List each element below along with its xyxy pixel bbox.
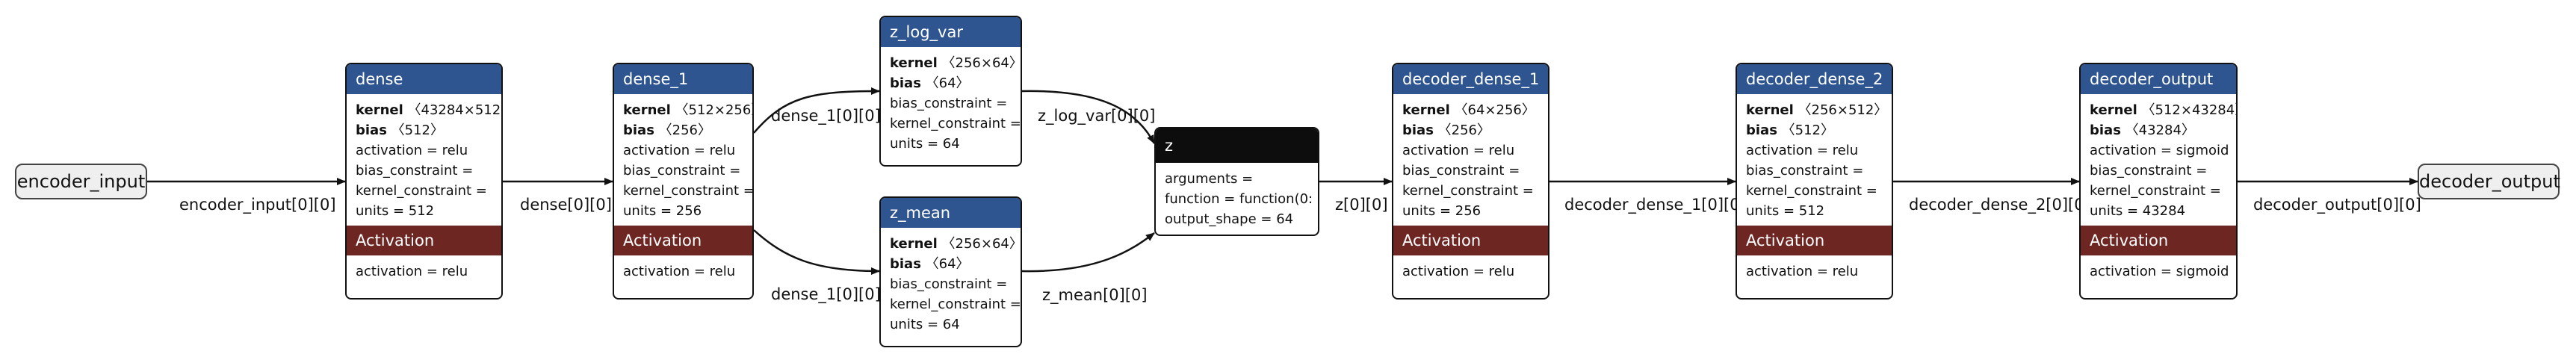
param: kernel_constraint = (890, 116, 1021, 131)
param: output_shape = 64 (1165, 211, 1294, 227)
kernel-shape: 〈512×43284〉 (2141, 102, 2237, 118)
param: kernel_constraint = (1402, 183, 1534, 199)
param: units = 256 (1402, 203, 1481, 219)
layer-title: dense (347, 64, 501, 94)
edge-label-z: z[0][0] (1335, 196, 1388, 214)
layer-dense[interactable]: dense kernel 〈43284×512〉 bias 〈512〉 acti… (345, 63, 503, 300)
activation-header: Activation (1737, 226, 1892, 255)
kernel-shape: 〈256×64〉 (941, 236, 1021, 252)
layer-dense_1[interactable]: dense_1 kernel 〈512×256〉 bias 〈256〉 acti… (613, 63, 754, 300)
param: units = 64 (890, 136, 960, 152)
param: bias_constraint = (1746, 163, 1864, 179)
bias-shape: 〈256〉 (658, 122, 712, 138)
activation-params: activation = relu (356, 264, 468, 279)
param: bias_constraint = (890, 96, 1008, 111)
activation-header: Activation (2081, 226, 2236, 255)
edge-label-dense: dense[0][0] (520, 196, 612, 214)
layer-decoder_dense_1[interactable]: decoder_dense_1 kernel 〈64×256〉 bias 〈25… (1392, 63, 1549, 300)
edge-dense_1-z_mean (753, 229, 880, 275)
bias-shape: 〈64〉 (925, 256, 970, 272)
bias-shape: 〈64〉 (925, 75, 970, 91)
activation-params: activation = sigmoid (2090, 264, 2229, 279)
layer-params: kernel 〈256×64〉 bias 〈64〉 bias_constrain… (881, 47, 1021, 158)
param: function = function(0: ... (1165, 191, 1318, 207)
param: bias_constraint = (890, 276, 1008, 292)
edge-label-decoder_dense_2: decoder_dense_2[0][0] (1909, 196, 2090, 214)
param: units = 256 (623, 203, 702, 219)
layer-params: kernel 〈256×64〉 bias 〈64〉 bias_constrain… (881, 228, 1021, 339)
bias-shape: 〈256〉 (1437, 122, 1491, 138)
activation-header: Activation (347, 226, 501, 255)
param: activation = relu (1746, 143, 1859, 158)
activation-params: activation = relu (623, 264, 736, 279)
param: bias_constraint = (1402, 163, 1520, 179)
param: arguments = (1165, 171, 1254, 187)
activation-params: activation = relu (1402, 264, 1515, 279)
kernel-shape: 〈256×64〉 (941, 55, 1021, 71)
layer-z_mean[interactable]: z_mean kernel 〈256×64〉 bias 〈64〉 bias_co… (879, 196, 1022, 347)
edge-z_log_var-z (1021, 90, 1156, 144)
bias-shape: 〈43284〉 (2125, 122, 2195, 138)
kernel-shape: 〈256×512〉 (1798, 102, 1888, 118)
param: units = 512 (356, 203, 435, 219)
layer-decoder_dense_2[interactable]: decoder_dense_2 kernel 〈256×512〉 bias 〈5… (1736, 63, 1893, 300)
edge-label-z_mean: z_mean[0][0] (1042, 286, 1148, 304)
edge-label-decoder_dense_1: decoder_dense_1[0][0] (1564, 196, 1746, 214)
activation-header: Activation (614, 226, 752, 255)
layer-params: kernel 〈64×256〉 bias 〈256〉 activation = … (1393, 94, 1548, 226)
param: activation = relu (356, 143, 468, 158)
layer-title: dense_1 (614, 64, 752, 94)
kernel-shape: 〈43284×512〉 (407, 102, 502, 118)
activation-header: Activation (1393, 226, 1548, 255)
layer-title: z_mean (881, 198, 1021, 228)
layer-params: kernel 〈43284×512〉 bias 〈512〉 activation… (347, 94, 501, 226)
layer-decoder_output[interactable]: decoder_output kernel 〈512×43284〉 bias 〈… (2079, 63, 2238, 300)
kernel-shape: 〈512×256〉 (675, 102, 753, 118)
param: kernel_constraint = (623, 183, 752, 199)
bias-shape: 〈512〉 (1781, 122, 1835, 138)
param: units = 64 (890, 317, 960, 332)
layer-z_log_var[interactable]: z_log_var kernel 〈256×64〉 bias 〈64〉 bias… (879, 16, 1022, 167)
bias-shape: 〈512〉 (391, 122, 445, 138)
param: kernel_constraint = (890, 297, 1021, 312)
edge-z_mean-z (1021, 232, 1155, 273)
kernel-shape: 〈64×256〉 (1454, 102, 1535, 118)
edge-label-encoder-input: encoder_input[0][0] (179, 196, 336, 214)
layer-z[interactable]: z arguments = function = function(0: ...… (1154, 127, 1319, 236)
param: activation = sigmoid (2090, 143, 2229, 158)
param: bias_constraint = (356, 163, 474, 179)
layer-title: decoder_dense_2 (1737, 64, 1892, 94)
layer-params: kernel 〈512×43284〉 bias 〈43284〉 activati… (2081, 94, 2236, 226)
layer-params: kernel 〈512×256〉 bias 〈256〉 activation =… (614, 94, 752, 226)
param: kernel_constraint = (2090, 183, 2221, 199)
layer-title: decoder_output (2081, 64, 2236, 94)
param: units = 43284 (2090, 203, 2186, 219)
param: kernel_constraint = (1746, 183, 1877, 199)
param: units = 512 (1746, 203, 1825, 219)
activation-params: activation = relu (1746, 264, 1859, 279)
encoder-input-node[interactable]: encoder_input (15, 164, 147, 199)
decoder-output-node[interactable]: decoder_output (2418, 164, 2560, 199)
layer-params: kernel 〈256×512〉 bias 〈512〉 activation =… (1737, 94, 1892, 226)
edge-label-decoder_output: decoder_output[0][0] (2253, 196, 2421, 214)
param: bias_constraint = (623, 163, 741, 179)
edge-label-dense_1-top: dense_1[0][0] (771, 107, 881, 125)
param: bias_constraint = (2090, 163, 2208, 179)
layer-params: arguments = function = function(0: ... o… (1156, 163, 1318, 234)
param: kernel_constraint = (356, 183, 487, 199)
layer-title: z (1156, 128, 1318, 163)
edge-dense_1-z_log_var (753, 87, 880, 134)
param: activation = relu (1402, 143, 1515, 158)
layer-title: z_log_var (881, 17, 1021, 47)
edge-label-z_log_var: z_log_var[0][0] (1038, 107, 1156, 125)
edge-label-dense_1-bottom: dense_1[0][0] (771, 285, 881, 303)
param: activation = relu (623, 143, 736, 158)
layer-title: decoder_dense_1 (1393, 64, 1548, 94)
